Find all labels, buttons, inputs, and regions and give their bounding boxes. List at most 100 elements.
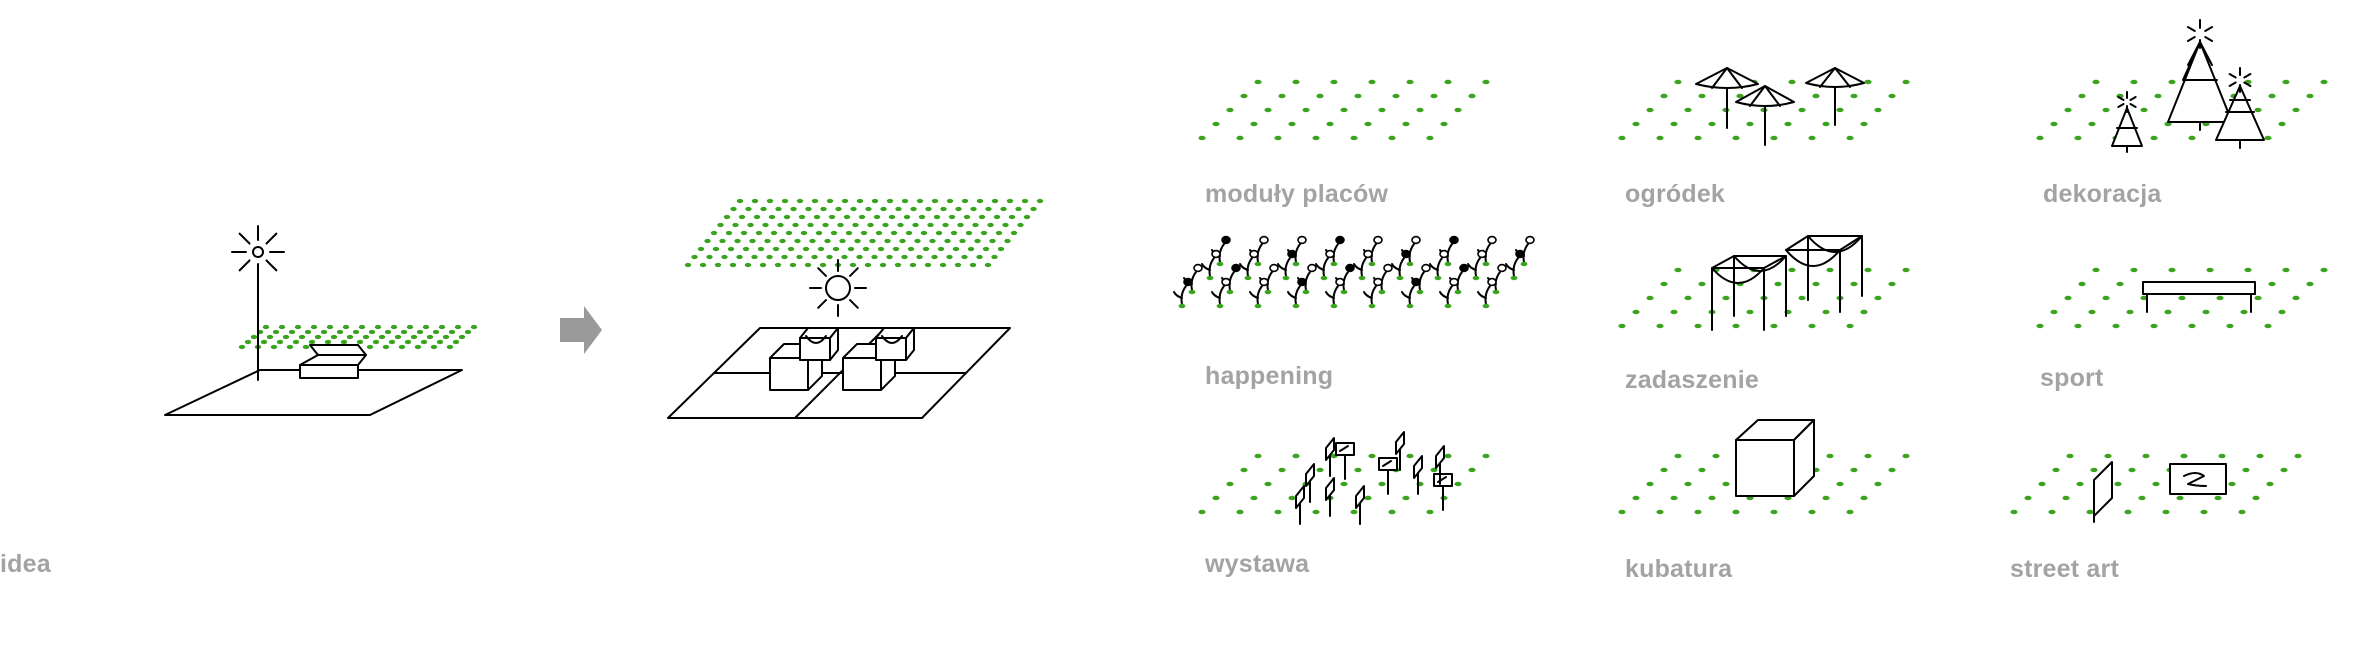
green-dot <box>1808 135 1816 141</box>
green-dot <box>2320 79 2328 85</box>
light-ray <box>2204 26 2214 32</box>
light-ray <box>2129 103 2137 108</box>
green-dot <box>759 262 767 268</box>
green-dot <box>944 238 951 244</box>
green-dot <box>422 324 430 330</box>
green-dot <box>894 262 902 268</box>
green-dot <box>967 246 975 252</box>
green-dot <box>775 206 782 212</box>
green-dot <box>2062 495 2070 501</box>
light-ray <box>2243 73 2252 79</box>
green-dot <box>1708 495 1716 501</box>
green-dot <box>384 329 392 335</box>
green-dot <box>946 254 953 260</box>
green-dot <box>860 230 868 236</box>
green-dot <box>987 222 994 228</box>
green-dot <box>1798 295 1806 301</box>
green-dot <box>1822 121 1830 127</box>
green-dot <box>292 339 300 345</box>
green-dot <box>2206 267 2214 273</box>
green-dot <box>1812 281 1820 287</box>
green-dot <box>1017 222 1024 228</box>
green-dot <box>873 214 881 220</box>
green-dot <box>847 246 855 252</box>
green-dot <box>843 214 851 220</box>
green-dot <box>839 238 846 244</box>
green-dot <box>2218 453 2226 459</box>
green-dot <box>2168 79 2176 85</box>
green-dot <box>684 262 692 268</box>
green-dot <box>822 222 829 228</box>
green-dot <box>927 222 934 228</box>
green-dot <box>772 246 780 252</box>
label-moduly-placow: moduły placów <box>1205 180 1389 208</box>
green-dot <box>1888 281 1896 287</box>
green-dot <box>1684 107 1692 113</box>
green-dot <box>922 246 930 252</box>
green-dot <box>2188 135 2196 141</box>
green-dot <box>777 222 784 228</box>
green-dot <box>238 344 246 350</box>
green-dot <box>912 222 919 228</box>
green-dot <box>1656 135 1664 141</box>
green-dot <box>1694 509 1702 515</box>
green-dot <box>362 334 370 340</box>
exhibition-frame-icon <box>1355 485 1365 525</box>
green-dot <box>1015 206 1022 212</box>
light-ray <box>849 299 859 309</box>
exhibition-frame-icon <box>1395 431 1405 471</box>
green-dot <box>1340 107 1348 113</box>
exhibition-frame-icon <box>1295 485 1305 525</box>
green-dot <box>824 238 831 244</box>
green-dot <box>2050 121 2058 127</box>
green-dot <box>704 238 711 244</box>
green-dot <box>802 246 810 252</box>
flower-icon <box>1401 277 1421 309</box>
green-dot <box>792 222 799 228</box>
green-dot <box>1670 121 1678 127</box>
green-dot <box>714 262 722 268</box>
green-dot <box>2130 79 2138 85</box>
green-dot <box>869 238 876 244</box>
green-dot <box>985 206 992 212</box>
green-dot <box>948 214 956 220</box>
green-dot <box>931 198 939 204</box>
green-dot <box>1836 107 1844 113</box>
green-dot <box>432 329 440 335</box>
green-dot <box>1288 121 1296 127</box>
green-dot <box>2152 481 2160 487</box>
green-dot <box>742 246 750 252</box>
green-dot <box>1746 309 1754 315</box>
green-dot <box>356 339 364 345</box>
green-dot <box>244 339 252 345</box>
idea-bench-icon <box>299 344 367 379</box>
green-dot <box>789 262 797 268</box>
green-dot <box>358 324 366 330</box>
green-dot <box>374 324 382 330</box>
green-dot <box>1330 79 1338 85</box>
green-dot <box>2150 323 2158 329</box>
green-dot <box>314 334 322 340</box>
green-dot <box>2092 79 2100 85</box>
green-dot <box>1416 107 1424 113</box>
green-dot <box>989 238 996 244</box>
green-dot <box>770 230 778 236</box>
green-dot <box>1250 121 1258 127</box>
flower-icon <box>1315 249 1335 281</box>
green-dot <box>1388 509 1396 515</box>
green-dot <box>1468 93 1476 99</box>
green-dot <box>1468 467 1476 473</box>
module-ground-plane <box>667 327 1011 419</box>
green-dot <box>2238 509 2246 515</box>
green-dot <box>1698 281 1706 287</box>
green-dot <box>1888 467 1896 473</box>
green-dot <box>2214 495 2222 501</box>
green-dot <box>1846 135 1854 141</box>
green-dot <box>1406 453 1414 459</box>
green-dot <box>856 254 863 260</box>
green-dot <box>1388 135 1396 141</box>
green-dot <box>2124 509 2132 515</box>
green-dot <box>925 206 932 212</box>
green-dot <box>304 329 312 335</box>
